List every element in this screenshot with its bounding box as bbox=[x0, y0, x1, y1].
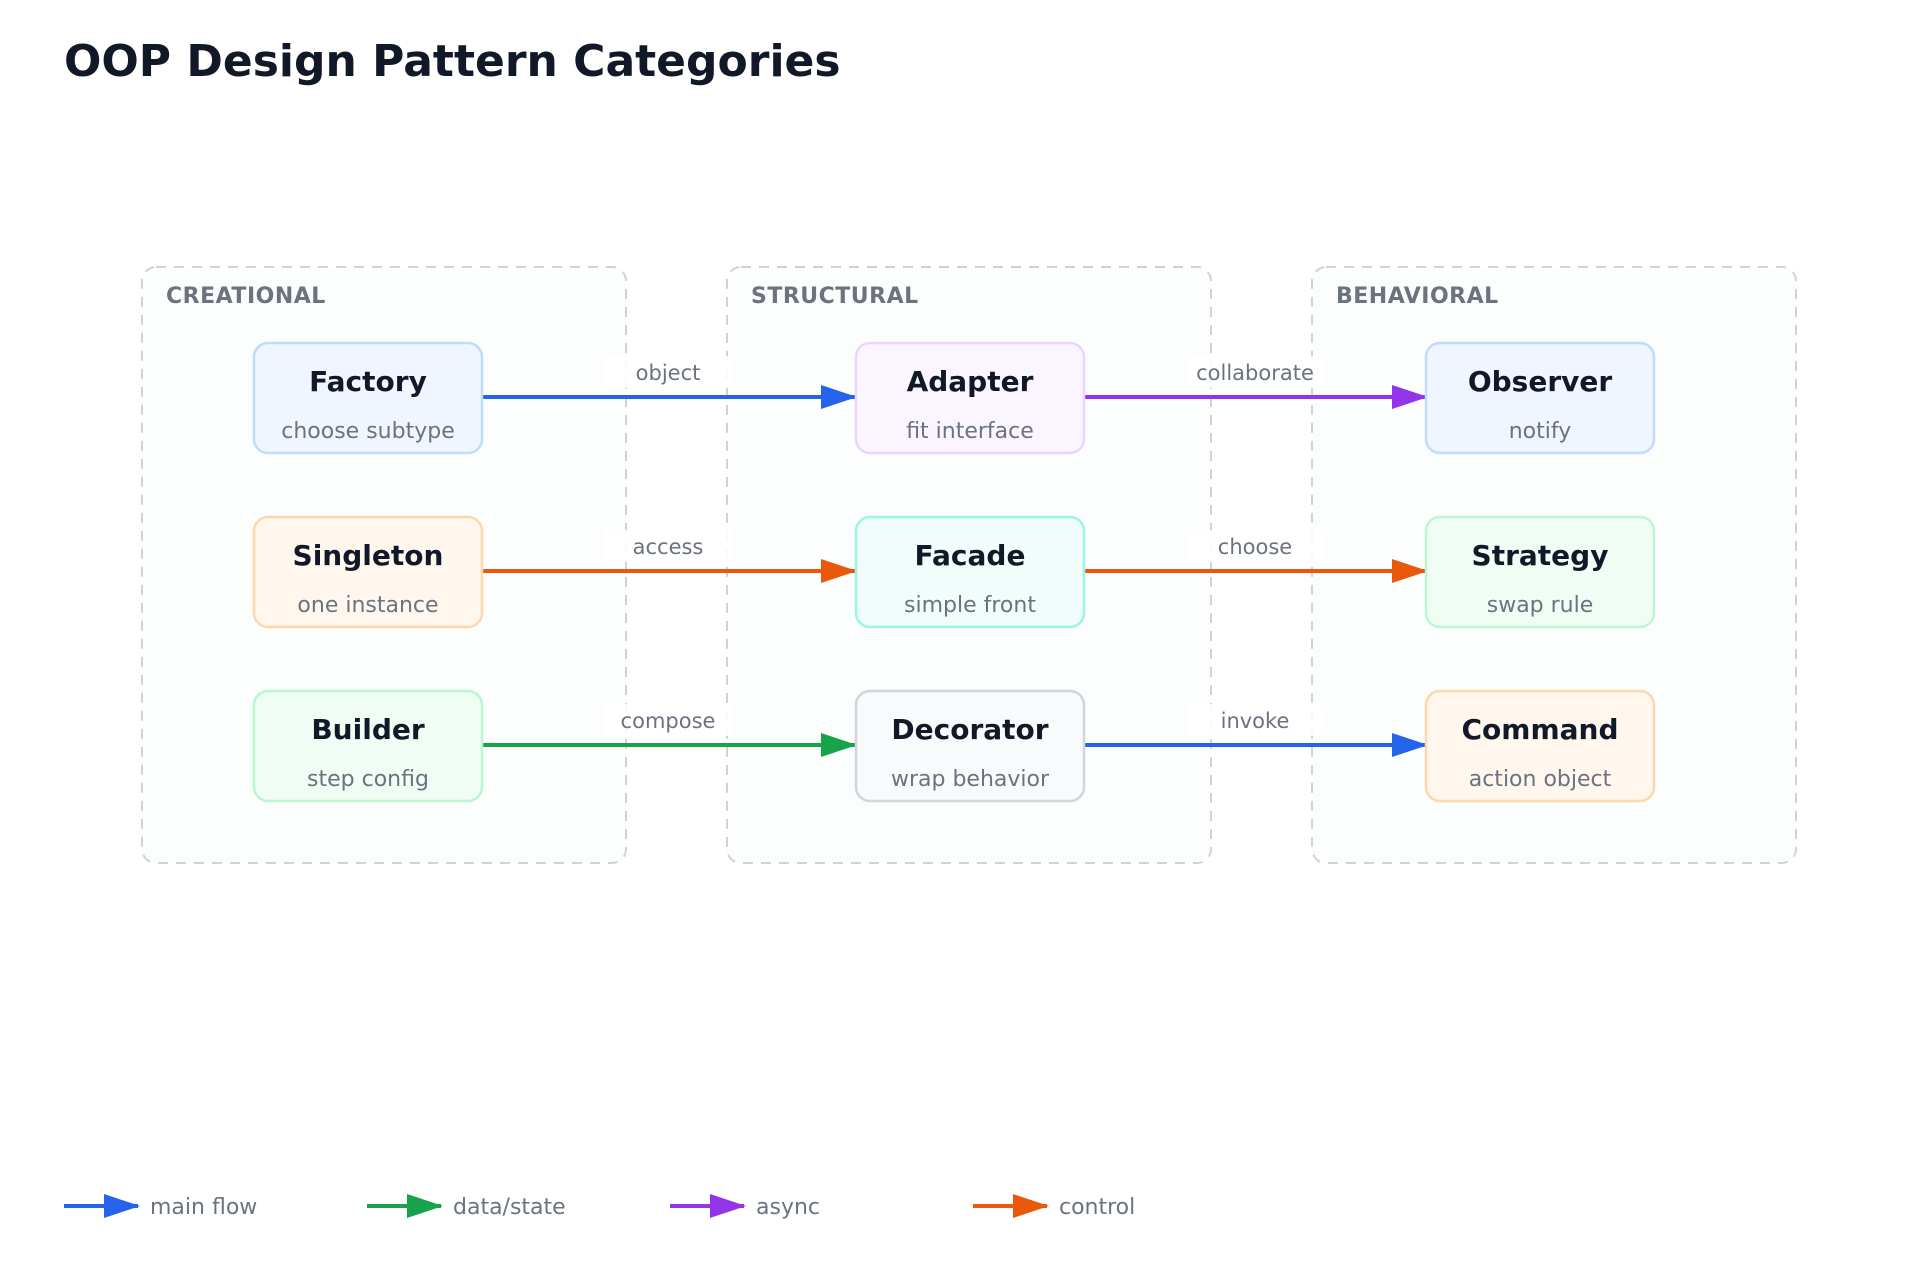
node-subtitle: swap rule bbox=[1487, 593, 1594, 618]
node-title: Facade bbox=[915, 539, 1026, 572]
node-box-adapter[interactable] bbox=[854, 341, 1086, 455]
node-subtitle: wrap behavior bbox=[891, 767, 1050, 792]
edge-label-collaborate: collaborate bbox=[1196, 361, 1314, 385]
group-label-structural: STRUCTURAL bbox=[751, 284, 919, 309]
edge-label-choose: choose bbox=[1218, 535, 1292, 559]
node-title: Singleton bbox=[293, 539, 444, 572]
nodes: Factory choose subtype Singleton one ins… bbox=[252, 341, 1656, 803]
node-title: Command bbox=[1461, 713, 1618, 746]
node-subtitle: action object bbox=[1469, 767, 1612, 792]
node-singleton[interactable]: Singleton one instance bbox=[252, 515, 484, 629]
node-builder[interactable]: Builder step config bbox=[252, 689, 484, 803]
legend-item-data-state: data/state bbox=[367, 1194, 566, 1220]
edge-adapter-observer: collaborate bbox=[1084, 356, 1428, 409]
legend-item-async: async bbox=[670, 1194, 820, 1220]
node-command[interactable]: Command action object bbox=[1424, 689, 1656, 803]
node-title: Adapter bbox=[907, 365, 1034, 398]
node-strategy[interactable]: Strategy swap rule bbox=[1424, 515, 1656, 629]
edge-factory-adapter: object bbox=[482, 356, 857, 409]
legend-item-main-flow: main flow bbox=[64, 1194, 257, 1220]
edge-label-access: access bbox=[633, 535, 704, 559]
group-label-creational: CREATIONAL bbox=[166, 284, 326, 309]
edge-label-object: object bbox=[636, 361, 701, 385]
legend-label: main flow bbox=[150, 1195, 257, 1220]
node-title: Decorator bbox=[891, 713, 1048, 746]
node-subtitle: step config bbox=[307, 767, 429, 792]
edge-facade-strategy: choose bbox=[1084, 530, 1428, 583]
edge-builder-decorator: compose bbox=[482, 704, 857, 757]
edges: object access compose collaborate choose… bbox=[482, 356, 1428, 757]
node-box-strategy[interactable] bbox=[1424, 515, 1656, 629]
node-box-command[interactable] bbox=[1424, 689, 1656, 803]
edge-decorator-command: invoke bbox=[1084, 704, 1428, 757]
edge-label-bg bbox=[1188, 356, 1322, 388]
node-box-observer[interactable] bbox=[1424, 341, 1656, 455]
node-factory[interactable]: Factory choose subtype bbox=[252, 341, 484, 455]
node-subtitle: choose subtype bbox=[281, 419, 454, 444]
group-label-behavioral: BEHAVIORAL bbox=[1336, 284, 1499, 309]
node-observer[interactable]: Observer notify bbox=[1424, 341, 1656, 455]
node-subtitle: notify bbox=[1509, 419, 1572, 444]
edge-label-bg bbox=[1188, 530, 1322, 562]
edge-label-bg bbox=[603, 356, 733, 388]
edge-label-invoke: invoke bbox=[1221, 709, 1290, 733]
node-title: Builder bbox=[311, 713, 425, 746]
edge-label-bg bbox=[603, 530, 733, 562]
node-subtitle: simple front bbox=[904, 593, 1036, 618]
edge-label-bg bbox=[603, 704, 733, 736]
node-facade[interactable]: Facade simple front bbox=[854, 515, 1086, 629]
node-title: Factory bbox=[309, 365, 427, 398]
node-box-facade[interactable] bbox=[854, 515, 1086, 629]
node-box-factory[interactable] bbox=[252, 341, 484, 455]
edge-singleton-facade: access bbox=[482, 530, 857, 583]
legend: main flow data/state async control bbox=[64, 1194, 1135, 1220]
node-subtitle: fit interface bbox=[906, 419, 1034, 444]
edge-label-compose: compose bbox=[621, 709, 716, 733]
legend-label: data/state bbox=[453, 1195, 566, 1220]
legend-item-control: control bbox=[973, 1194, 1135, 1220]
node-box-singleton[interactable] bbox=[252, 515, 484, 629]
node-subtitle: one instance bbox=[297, 593, 438, 618]
diagram-title: OOP Design Pattern Categories bbox=[64, 36, 841, 87]
edge-label-bg bbox=[1188, 704, 1322, 736]
legend-label: async bbox=[756, 1195, 820, 1220]
node-box-decorator[interactable] bbox=[854, 689, 1086, 803]
node-title: Strategy bbox=[1472, 539, 1609, 572]
node-box-builder[interactable] bbox=[252, 689, 484, 803]
node-adapter[interactable]: Adapter fit interface bbox=[854, 341, 1086, 455]
legend-label: control bbox=[1059, 1195, 1135, 1220]
node-title: Observer bbox=[1468, 365, 1613, 398]
node-decorator[interactable]: Decorator wrap behavior bbox=[854, 689, 1086, 803]
